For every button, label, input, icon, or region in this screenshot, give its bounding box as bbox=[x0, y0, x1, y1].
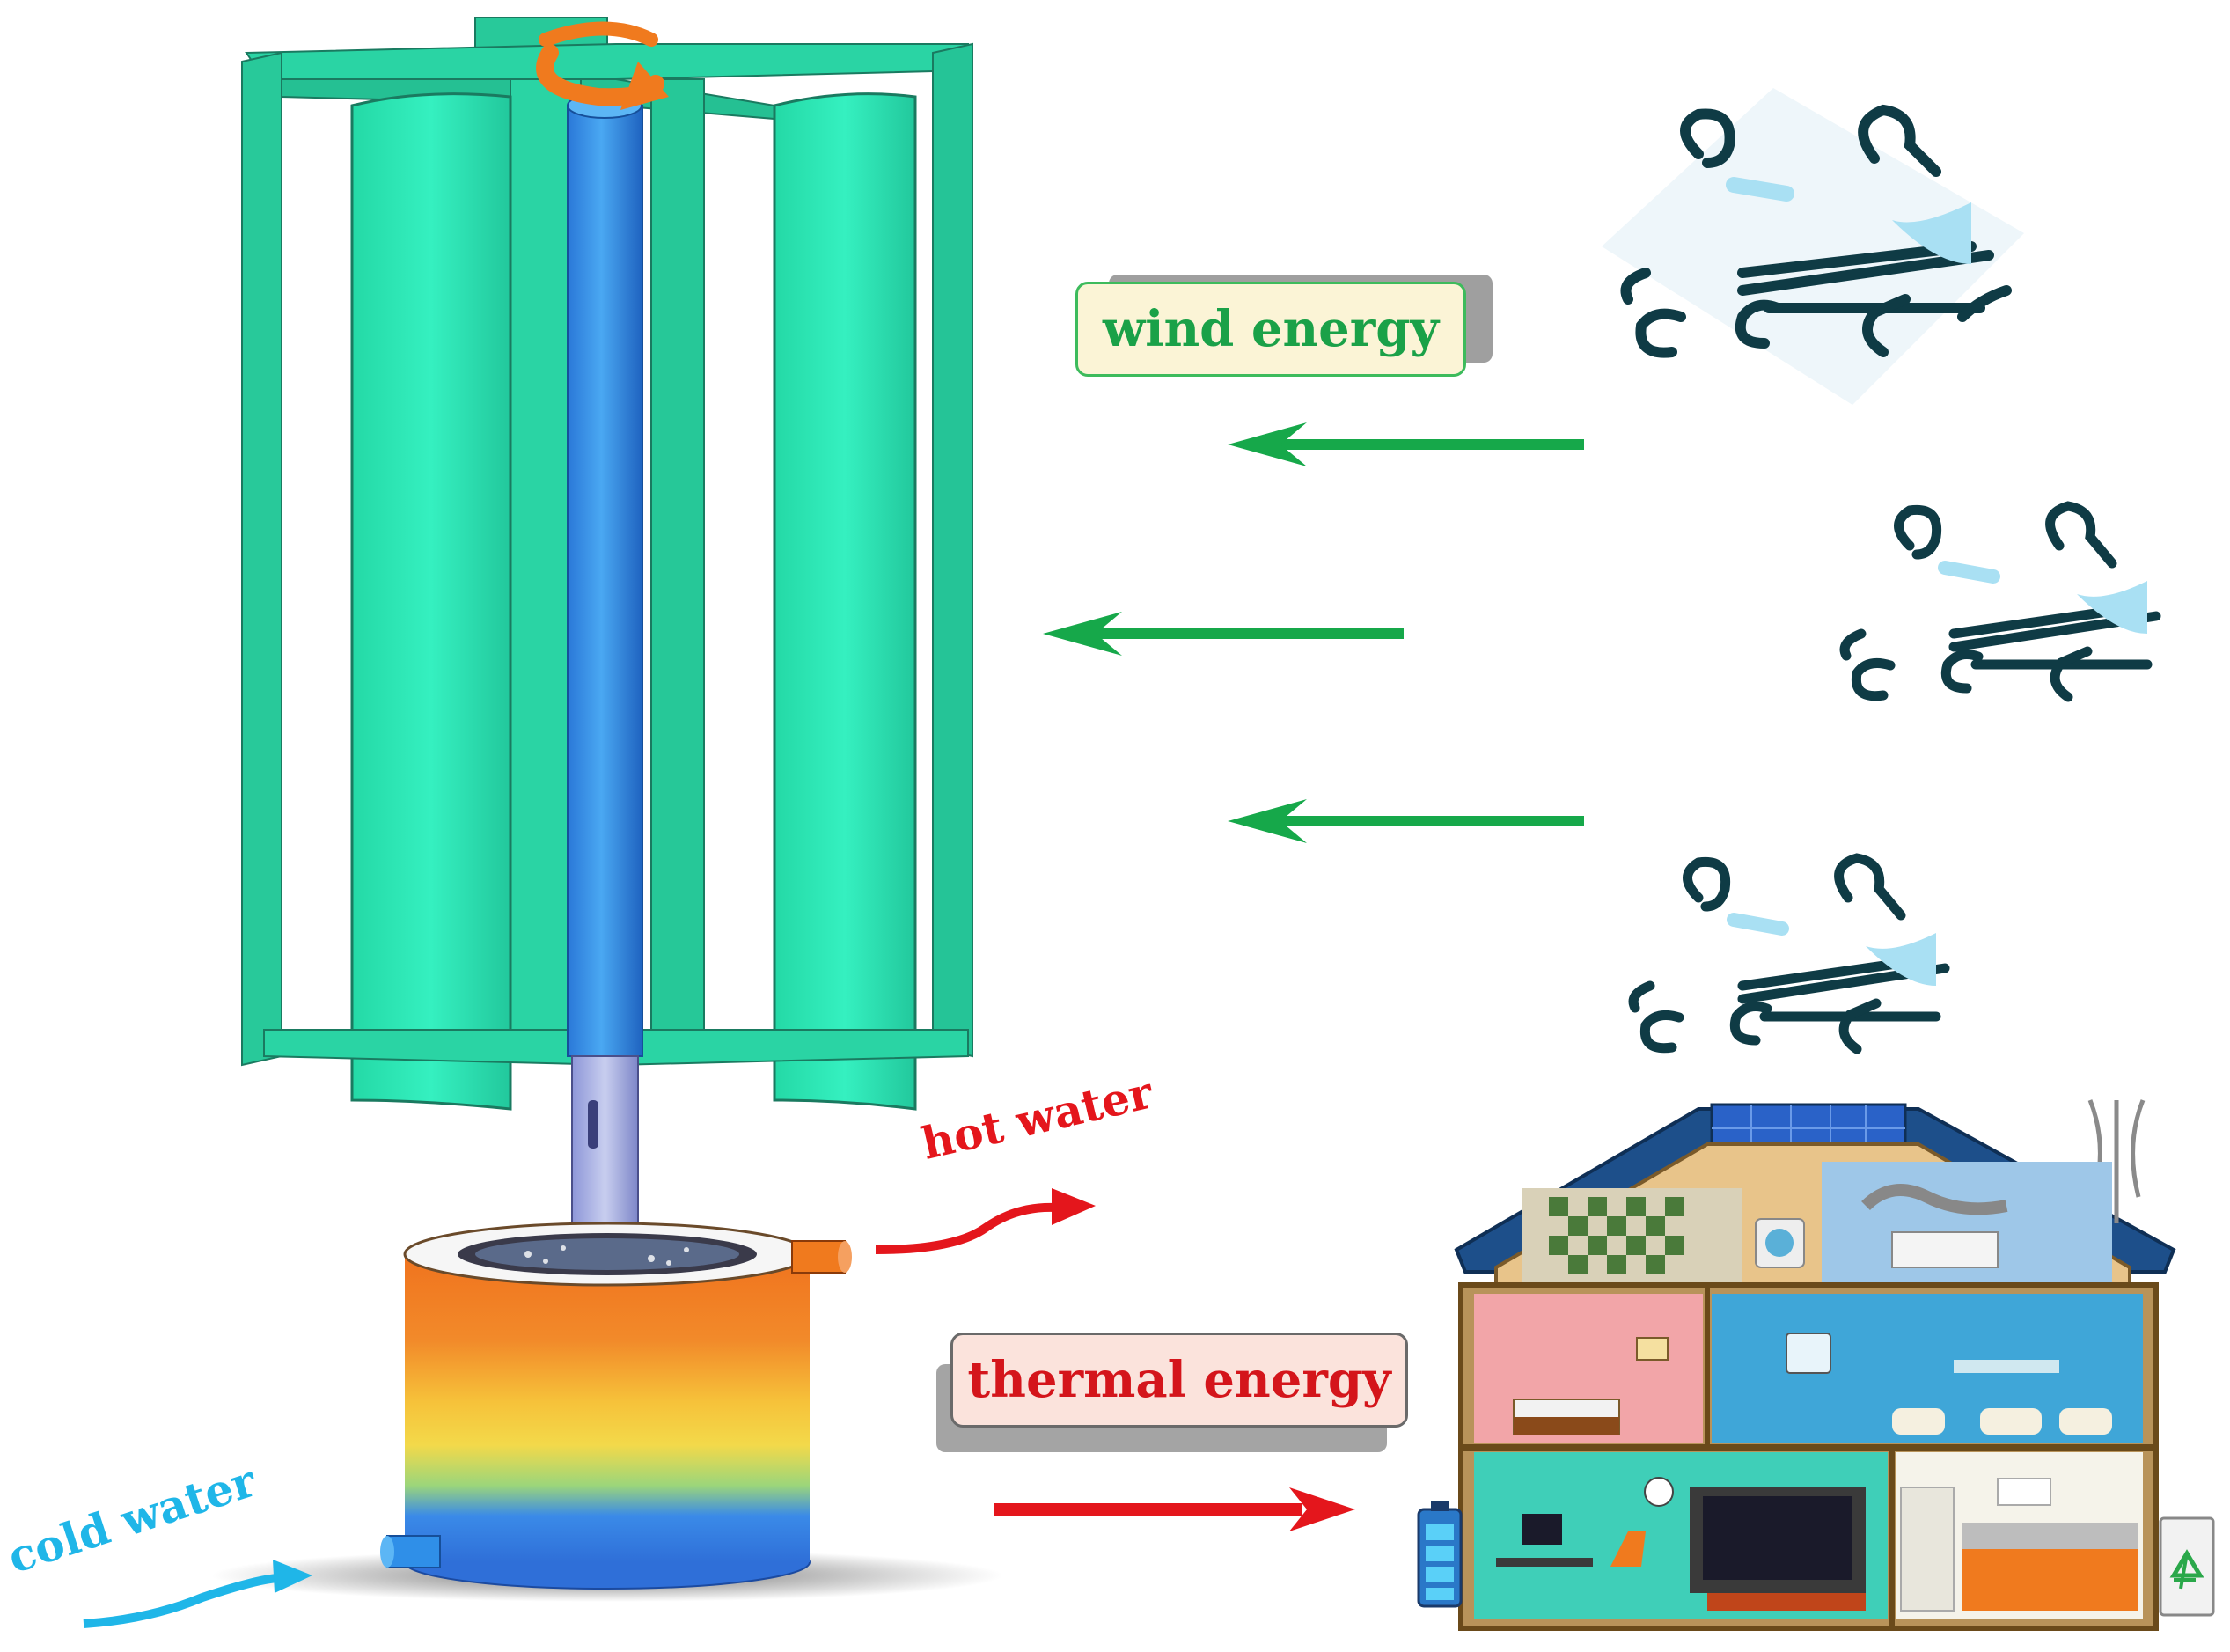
wind-gust-icon bbox=[1628, 853, 1950, 1054]
heat-storage-tank bbox=[211, 1222, 1003, 1602]
wind-arrowhead bbox=[1228, 422, 1307, 466]
wind-energy-label: wind energy bbox=[1075, 282, 1466, 377]
thermal-energy-label: thermal energy bbox=[950, 1333, 1408, 1428]
wind-gust-icon bbox=[1602, 88, 2024, 405]
house-cutaway-icon bbox=[1417, 1099, 2215, 1631]
recycle-icon bbox=[2159, 1516, 2215, 1617]
battery-icon bbox=[1417, 1501, 1463, 1608]
thermal-arrow bbox=[994, 1487, 1355, 1531]
wind-arrowhead bbox=[1043, 612, 1122, 656]
wind-arrowhead bbox=[1228, 799, 1307, 843]
hot-water-arrow bbox=[875, 1188, 1096, 1254]
rotation-arrow-icon bbox=[536, 21, 669, 110]
wind-gust-icon bbox=[1839, 501, 2161, 702]
cold-water-arrow bbox=[83, 1560, 312, 1628]
vertical-axis-wind-turbine bbox=[241, 17, 973, 1268]
wind-arrows bbox=[1043, 422, 1584, 843]
